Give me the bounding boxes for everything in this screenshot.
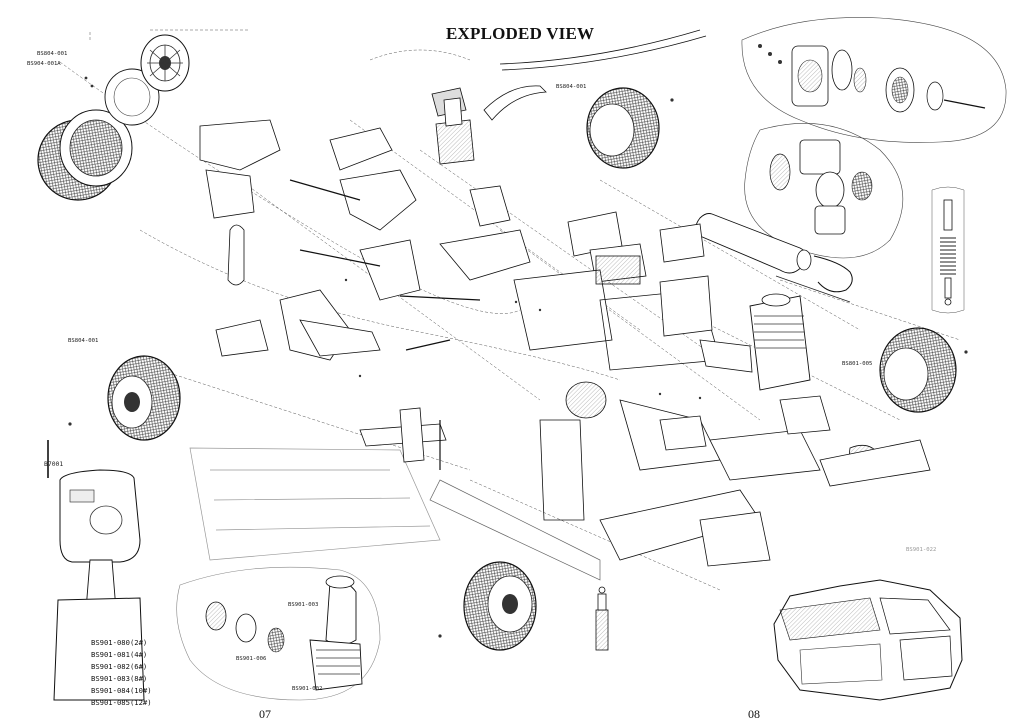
- steering-linkage: [359, 407, 447, 470]
- callout-engine-side: BS901-006: [236, 656, 267, 662]
- model-list-item: BS901-080(2#): [91, 638, 148, 647]
- rear-suspension: [599, 439, 931, 567]
- callout-remote-code: B7001: [44, 460, 64, 468]
- body-shell: [773, 579, 963, 701]
- shock-absorber-right: [931, 186, 965, 314]
- tire-top-center: [586, 87, 660, 169]
- callout-mid-left-tire: BS804-001: [68, 338, 99, 344]
- rear-gearbox: [539, 381, 881, 521]
- tire-mid-left: [107, 355, 181, 441]
- tire-lower-center: [463, 561, 537, 651]
- radio-transmitter: [47, 440, 145, 701]
- exhaust-pipe: [695, 213, 853, 303]
- callout-right-tire: BS801-005: [842, 361, 873, 367]
- model-list-item: BS901-082(6#): [91, 662, 148, 671]
- model-list-item: BS901-085(12#): [91, 698, 152, 707]
- model-list-item: BS901-081(4#): [91, 650, 148, 659]
- front-shock: [435, 97, 475, 165]
- chassis-plate-lower: [189, 447, 601, 581]
- engine-center: [699, 293, 811, 391]
- front-suspension-left: [199, 119, 531, 361]
- clutch-cluster-right: [744, 123, 904, 259]
- screws: [68, 76, 968, 638]
- callout-body-shell: BS901-022: [906, 547, 937, 553]
- tire-assembly-top-left: [37, 34, 190, 201]
- leader-lines: [59, 29, 961, 591]
- tire-right: [879, 327, 957, 413]
- transmission-cluster-top-right: [741, 17, 1007, 143]
- page-number-left: 07: [259, 707, 271, 721]
- rear-shock: [595, 586, 609, 651]
- callout-tire-set-b: BS904-001A: [27, 61, 61, 67]
- callout-tire-set-a: BS804-001: [37, 51, 68, 57]
- model-list-item: BS901-084(10#): [91, 686, 152, 695]
- page-number-right: 08: [748, 707, 760, 721]
- engine-lower-assembly: [176, 566, 381, 701]
- center-chassis: [513, 211, 721, 371]
- callout-engine-top: BS901-003: [288, 602, 319, 608]
- callout-engine-bottom: BS901-002: [292, 686, 323, 692]
- model-list-item: BS901-083(8#): [91, 674, 148, 683]
- callout-top-right-wheel: BS804-001: [556, 84, 587, 90]
- page-title: EXPLODED VIEW: [446, 24, 595, 43]
